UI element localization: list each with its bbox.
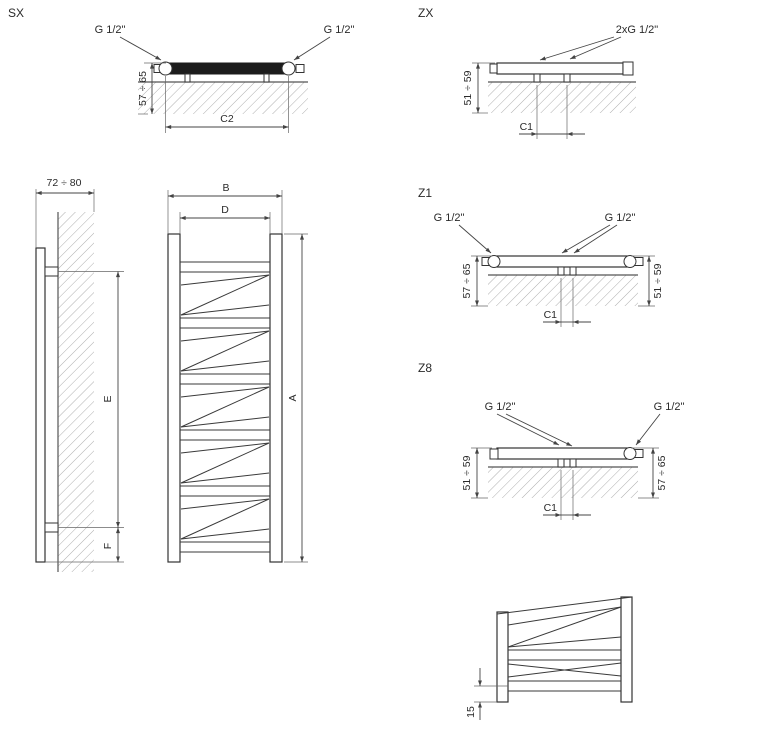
sx-right-connection-label: G 1/2" <box>324 24 355 36</box>
zx-wall-hatch <box>488 82 636 113</box>
view-side: 72 ÷ 80 E F <box>35 177 124 572</box>
view-front: B D A <box>167 182 308 563</box>
z1-left-connection-label: G 1/2" <box>434 212 465 224</box>
z1-left-depth-dimension: 57 ÷ 65 <box>461 255 492 307</box>
view-label-sx: SX <box>8 6 24 20</box>
z8-left-depth-dim-text: 51 ÷ 59 <box>461 455 473 490</box>
sx-wall-hatch <box>138 82 308 114</box>
front-width-dimension: B <box>167 182 283 234</box>
front-inner-width-dim-text: D <box>221 204 229 216</box>
z1-right-fitting <box>623 255 637 268</box>
z1-right-connection-label: G 1/2" <box>605 212 636 224</box>
z1-left-depth-dim-text: 57 ÷ 65 <box>461 263 473 298</box>
view-label-z1: Z1 <box>418 186 432 200</box>
sx-depth-dimension: 57 ÷ 65 <box>137 62 166 115</box>
sx-right-fitting <box>281 61 296 76</box>
z8-left-center-stub <box>557 458 565 468</box>
side-top-bracket <box>44 266 59 277</box>
z1-wall-hatch <box>488 275 638 306</box>
z1-left-fitting <box>487 255 501 268</box>
z8-right-depth-dim-text: 57 ÷ 65 <box>656 455 668 490</box>
zx-depth-dimension: 51 ÷ 59 <box>462 62 495 114</box>
front-height-dimension: A <box>284 233 308 563</box>
sx-left-fitting <box>158 61 173 76</box>
front-right-collector <box>269 233 283 563</box>
front-rails <box>180 261 270 553</box>
side-radiator-profile <box>35 247 46 563</box>
sx-width-dimension: C2 <box>165 76 289 133</box>
view-label-zx: ZX <box>418 6 433 20</box>
z1-spacing-dimension: C1 <box>543 278 591 327</box>
view-sx: SX G 1/2" G 1/2" 57 ÷ 65 C2 <box>8 6 354 133</box>
zx-left-center-stub <box>533 73 541 83</box>
zx-connection-label: 2xG 1/2" <box>616 24 659 36</box>
z1-left-center-stub <box>557 266 565 276</box>
front-left-collector <box>167 233 181 563</box>
z1-right-depth-dimension: 51 ÷ 59 <box>631 255 664 307</box>
side-wall-distance-dimension: 72 ÷ 80 <box>35 177 95 248</box>
sx-left-connection-label: G 1/2" <box>95 24 126 36</box>
z1-right-depth-dim-text: 51 ÷ 59 <box>652 263 664 298</box>
zx-spacing-dimension: C1 <box>519 85 585 139</box>
z8-tube <box>496 447 628 460</box>
z8-spacing-dimension: C1 <box>543 470 591 520</box>
zx-tube <box>496 62 624 75</box>
sx-tube <box>167 62 287 75</box>
view-z1: Z1 G 1/2" G 1/2" 57 ÷ 65 51 ÷ 59 <box>418 186 664 327</box>
side-wall-hatch <box>58 212 94 572</box>
sx-depth-dim-text: 57 ÷ 65 <box>137 71 149 106</box>
z8-spacing-dim-text: C1 <box>544 502 558 514</box>
z1-right-center-stub <box>569 266 577 276</box>
z8-right-connection-label: G 1/2" <box>654 401 685 413</box>
detail-left-collector <box>496 611 509 703</box>
z8-right-fitting <box>623 447 637 460</box>
view-bottom-detail: 15 <box>465 596 633 720</box>
zx-spacing-dim-text: C1 <box>520 121 534 133</box>
front-height-dim-text: A <box>287 394 299 401</box>
view-zx: ZX 2xG 1/2" 51 ÷ 59 C1 <box>418 6 658 139</box>
z1-spacing-dim-text: C1 <box>544 309 558 321</box>
front-width-dim-text: B <box>222 182 229 194</box>
z8-left-depth-dimension: 51 ÷ 59 <box>461 447 492 499</box>
z1-tube <box>496 255 628 268</box>
view-label-z8: Z8 <box>418 361 432 375</box>
side-wall-distance-text: 72 ÷ 80 <box>47 177 82 189</box>
front-inner-width-dimension: D <box>179 204 271 234</box>
side-bracket-span-dimension: E <box>58 271 124 528</box>
side-bottom-bracket <box>44 522 59 533</box>
detail-foot-dimension: 15 <box>465 668 508 720</box>
side-bottom-offset-text: F <box>102 543 114 549</box>
detail-foot-dim-text: 15 <box>465 706 477 718</box>
sx-width-dim-text: C2 <box>220 113 234 125</box>
z8-right-depth-dimension: 57 ÷ 65 <box>631 447 668 499</box>
front-zigzag-tubes <box>180 274 270 540</box>
z8-left-connection-label: G 1/2" <box>485 401 516 413</box>
z8-wall-hatch <box>488 467 638 498</box>
side-bracket-span-text: E <box>102 395 114 402</box>
detail-zigzag-tubes <box>507 606 622 692</box>
zx-right-center-stub <box>563 73 571 83</box>
side-bottom-offset-dimension: F <box>45 527 124 563</box>
view-z8: Z8 G 1/2" G 1/2" 51 ÷ 59 57 ÷ 65 <box>418 361 684 520</box>
zx-depth-dim-text: 51 ÷ 59 <box>462 70 474 105</box>
detail-right-collector <box>620 596 633 703</box>
z8-right-center-stub <box>569 458 577 468</box>
